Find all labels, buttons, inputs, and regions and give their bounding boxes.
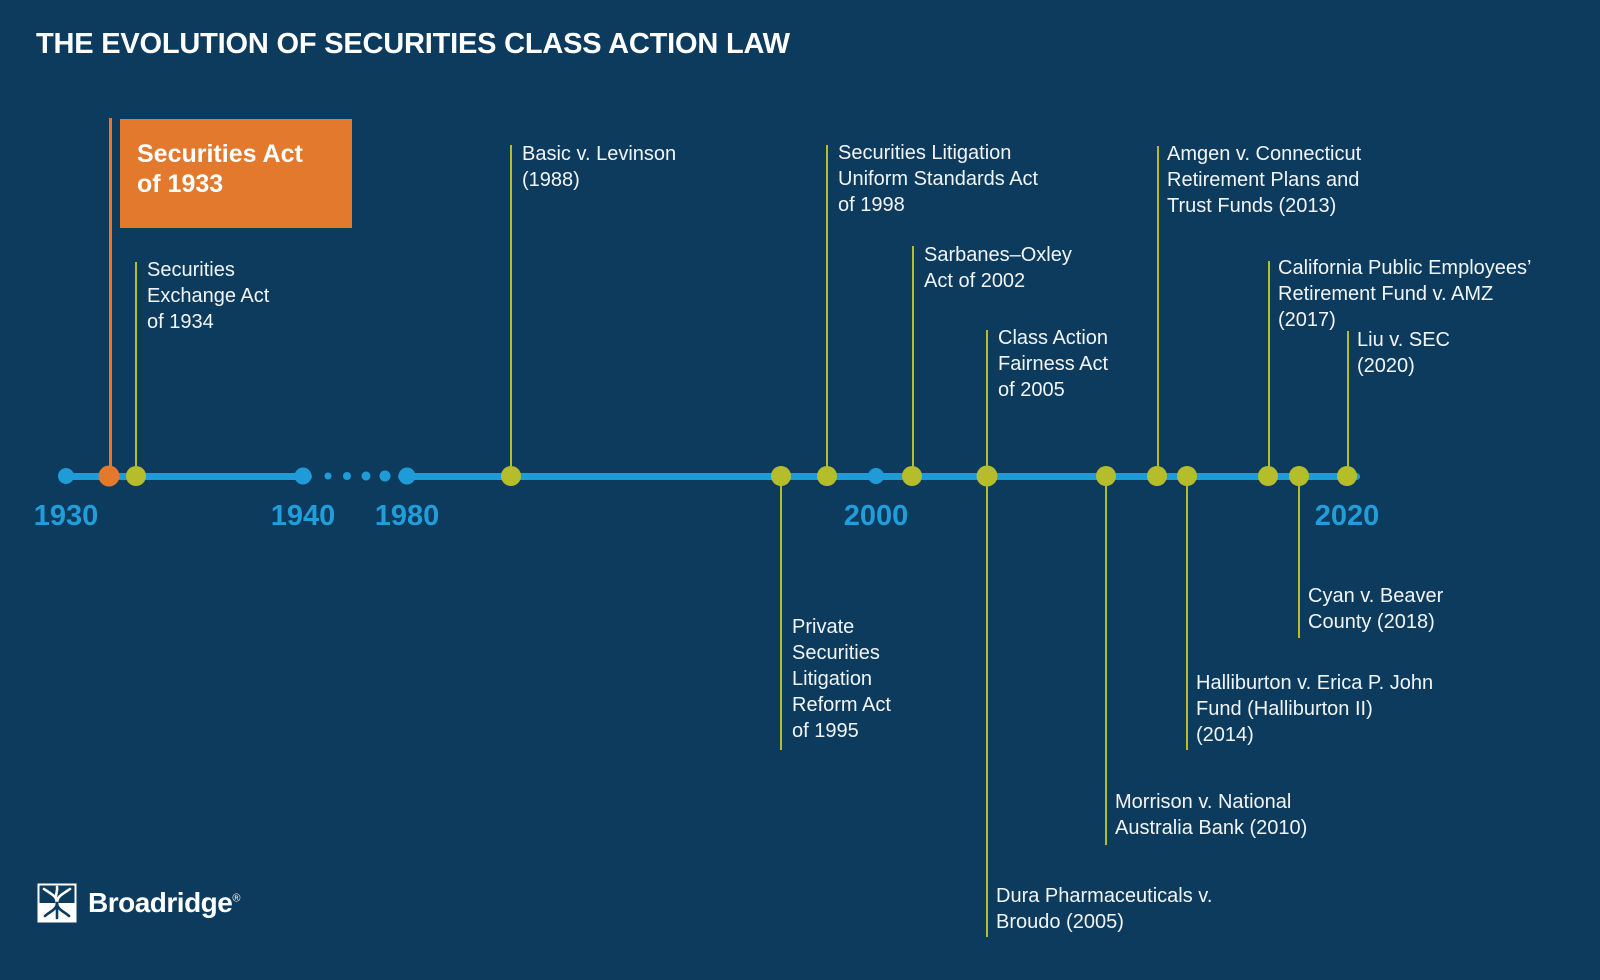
- marker-2014: [1177, 466, 1197, 486]
- event-line-1995: [780, 476, 782, 750]
- event-line-2002: [911, 246, 914, 476]
- event-label-2017: California Public Employees’ Retirement …: [1278, 257, 1532, 331]
- event-line-2010: [1105, 476, 1107, 845]
- event-line-1998: [826, 145, 828, 476]
- marker-2005: [976, 465, 998, 487]
- brand-name-text: Broadridge: [88, 887, 233, 918]
- event-line-1933: [108, 118, 112, 476]
- marker-ellipsis-3: [361, 471, 371, 481]
- marker-ellipsis-4: [379, 470, 391, 482]
- broadridge-logo-icon: [37, 883, 77, 923]
- event-label-2002: Sarbanes–Oxley Act of 2002: [924, 244, 1072, 292]
- event-line-2020: [1346, 331, 1349, 476]
- year-label-2000: 2000: [843, 500, 909, 532]
- marker-ellipsis-2: [343, 472, 351, 480]
- event-label-1995: Private Securities Litigation Reform Act…: [792, 616, 891, 742]
- year-label-1930: 1930: [33, 500, 99, 532]
- event-label-1998: Securities Litigation Uniform Standards …: [838, 142, 1039, 216]
- marker-2010: [1096, 466, 1116, 486]
- year-label-2020: 2020: [1314, 500, 1380, 532]
- event-line-1934: [134, 262, 137, 476]
- year-label-1980: 1980: [374, 500, 440, 532]
- event-label-1988: Basic v. Levinson (1988): [522, 143, 677, 191]
- event-line-1988: [510, 145, 512, 476]
- timeline-axis-segment-left: [58, 473, 312, 480]
- marker-1933: [98, 465, 120, 487]
- event-label-2013: Amgen v. Connecticut Retirement Plans an…: [1167, 143, 1362, 217]
- marker-2017: [1258, 466, 1278, 486]
- marker-1934: [126, 466, 146, 486]
- marker-1998: [817, 466, 837, 486]
- event-line-2005-dura: [986, 476, 988, 937]
- event-line-2005-cafa: [986, 330, 988, 476]
- brand-name: Broadridge®: [88, 887, 240, 919]
- marker-1930: [58, 468, 74, 484]
- marker-2002: [902, 466, 922, 486]
- page-title: THE EVOLUTION OF SECURITIES CLASS ACTION…: [36, 28, 790, 60]
- marker-2020: [1337, 466, 1357, 486]
- event-line-2014: [1186, 476, 1188, 750]
- marker-1980: [398, 467, 416, 485]
- event-line-2018: [1298, 476, 1300, 638]
- event-label-2005-cafa: Class Action Fairness Act of 2005: [998, 327, 1109, 401]
- year-label-1940: 1940: [270, 500, 336, 532]
- event-label-2010: Morrison v. National Australia Bank (201…: [1115, 791, 1308, 839]
- marker-2013: [1147, 466, 1167, 486]
- event-label-2005-dura: Dura Pharmaceuticals v. Broudo (2005): [996, 885, 1213, 933]
- highlight-box-1933: Securities Act of 1933: [120, 119, 352, 228]
- event-label-1933: Securities Act of 1933: [137, 140, 303, 198]
- marker-1940: [294, 467, 312, 485]
- marker-1995: [771, 466, 791, 486]
- event-label-2020: Liu v. SEC (2020): [1357, 329, 1450, 377]
- marker-2000: [868, 468, 884, 484]
- marker-2018: [1289, 466, 1309, 486]
- marker-1988: [501, 466, 521, 486]
- brand-footer: Broadridge®: [37, 883, 240, 923]
- event-label-2018: Cyan v. Beaver County (2018): [1308, 585, 1444, 633]
- event-line-2017: [1267, 261, 1270, 476]
- event-label-1934: Securities Exchange Act of 1934: [147, 259, 270, 333]
- event-line-2013: [1156, 146, 1159, 476]
- registered-mark: ®: [232, 892, 240, 905]
- event-label-2014: Halliburton v. Erica P. John Fund (Halli…: [1196, 672, 1434, 746]
- marker-ellipsis-1: [324, 472, 332, 480]
